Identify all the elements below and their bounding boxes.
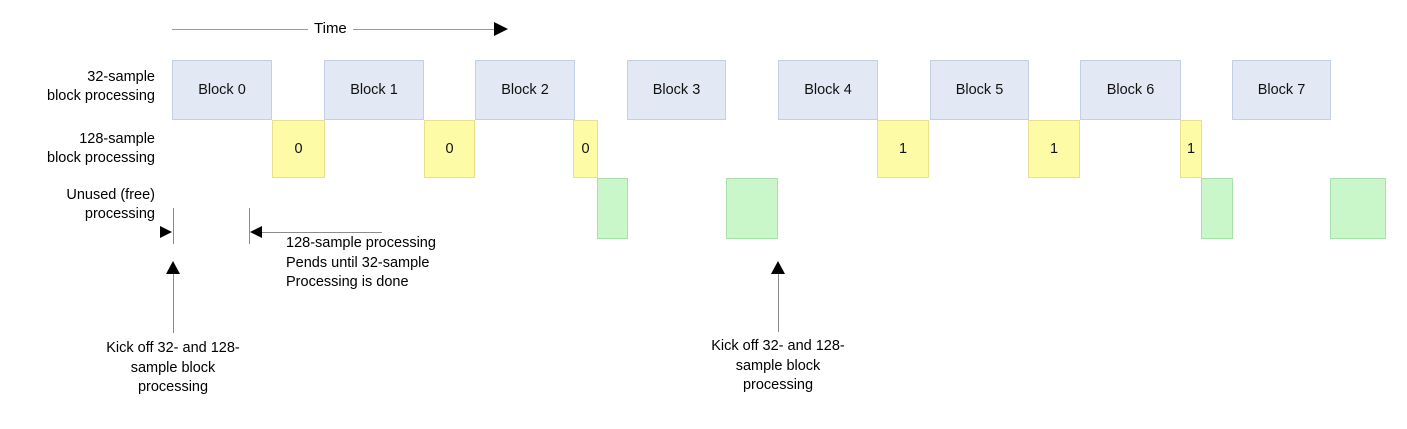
block-free-0[interactable] xyxy=(597,178,628,239)
block-32-3[interactable]: Block 3 xyxy=(627,60,726,120)
block-free-3[interactable] xyxy=(1330,178,1386,239)
pend-arrow-right-icon xyxy=(160,226,172,238)
time-axis-arrow-icon xyxy=(494,22,508,36)
kickoff-arrow-up-icon-2 xyxy=(771,261,785,274)
block-32-5[interactable]: Block 5 xyxy=(930,60,1029,120)
pend-annotation-text: 128-sample processing Pends until 32-sam… xyxy=(286,235,436,290)
block-32-2[interactable]: Block 2 xyxy=(475,60,575,120)
block-32-7[interactable]: Block 7 xyxy=(1232,60,1331,120)
kickoff-stem-1 xyxy=(173,274,174,333)
block-128-1a[interactable]: 1 xyxy=(877,120,929,178)
block-32-0[interactable]: Block 0 xyxy=(172,60,272,120)
block-128-0a[interactable]: 0 xyxy=(272,120,325,178)
kickoff-callout-text-1: Kick off 32- and 128- sample block proce… xyxy=(106,340,240,395)
row-label-128-sample: 128-sample block processing xyxy=(47,131,155,166)
block-128-1c[interactable]: 1 xyxy=(1180,120,1202,178)
block-128-0c[interactable]: 0 xyxy=(573,120,598,178)
block-32-1[interactable]: Block 1 xyxy=(324,60,424,120)
kickoff-arrow-up-icon-1 xyxy=(166,261,180,274)
row-label-unused-free: Unused (free) processing xyxy=(66,187,155,222)
pend-extension-line-right xyxy=(249,208,250,244)
block-32-6[interactable]: Block 6 xyxy=(1080,60,1181,120)
kickoff-stem-2 xyxy=(778,274,779,332)
block-free-2[interactable] xyxy=(1201,178,1233,239)
time-axis-label: Time xyxy=(308,19,353,39)
block-free-1[interactable] xyxy=(726,178,778,239)
block-128-1b[interactable]: 1 xyxy=(1028,120,1080,178)
row-label-32-sample: 32-sample block processing xyxy=(47,69,155,104)
pend-arrow-left-icon xyxy=(250,226,262,238)
pend-leader-line xyxy=(262,232,382,233)
kickoff-callout-text-2: Kick off 32- and 128- sample block proce… xyxy=(711,338,845,393)
block-32-4[interactable]: Block 4 xyxy=(778,60,878,120)
pend-extension-line-left xyxy=(173,208,174,244)
block-128-0b[interactable]: 0 xyxy=(424,120,475,178)
